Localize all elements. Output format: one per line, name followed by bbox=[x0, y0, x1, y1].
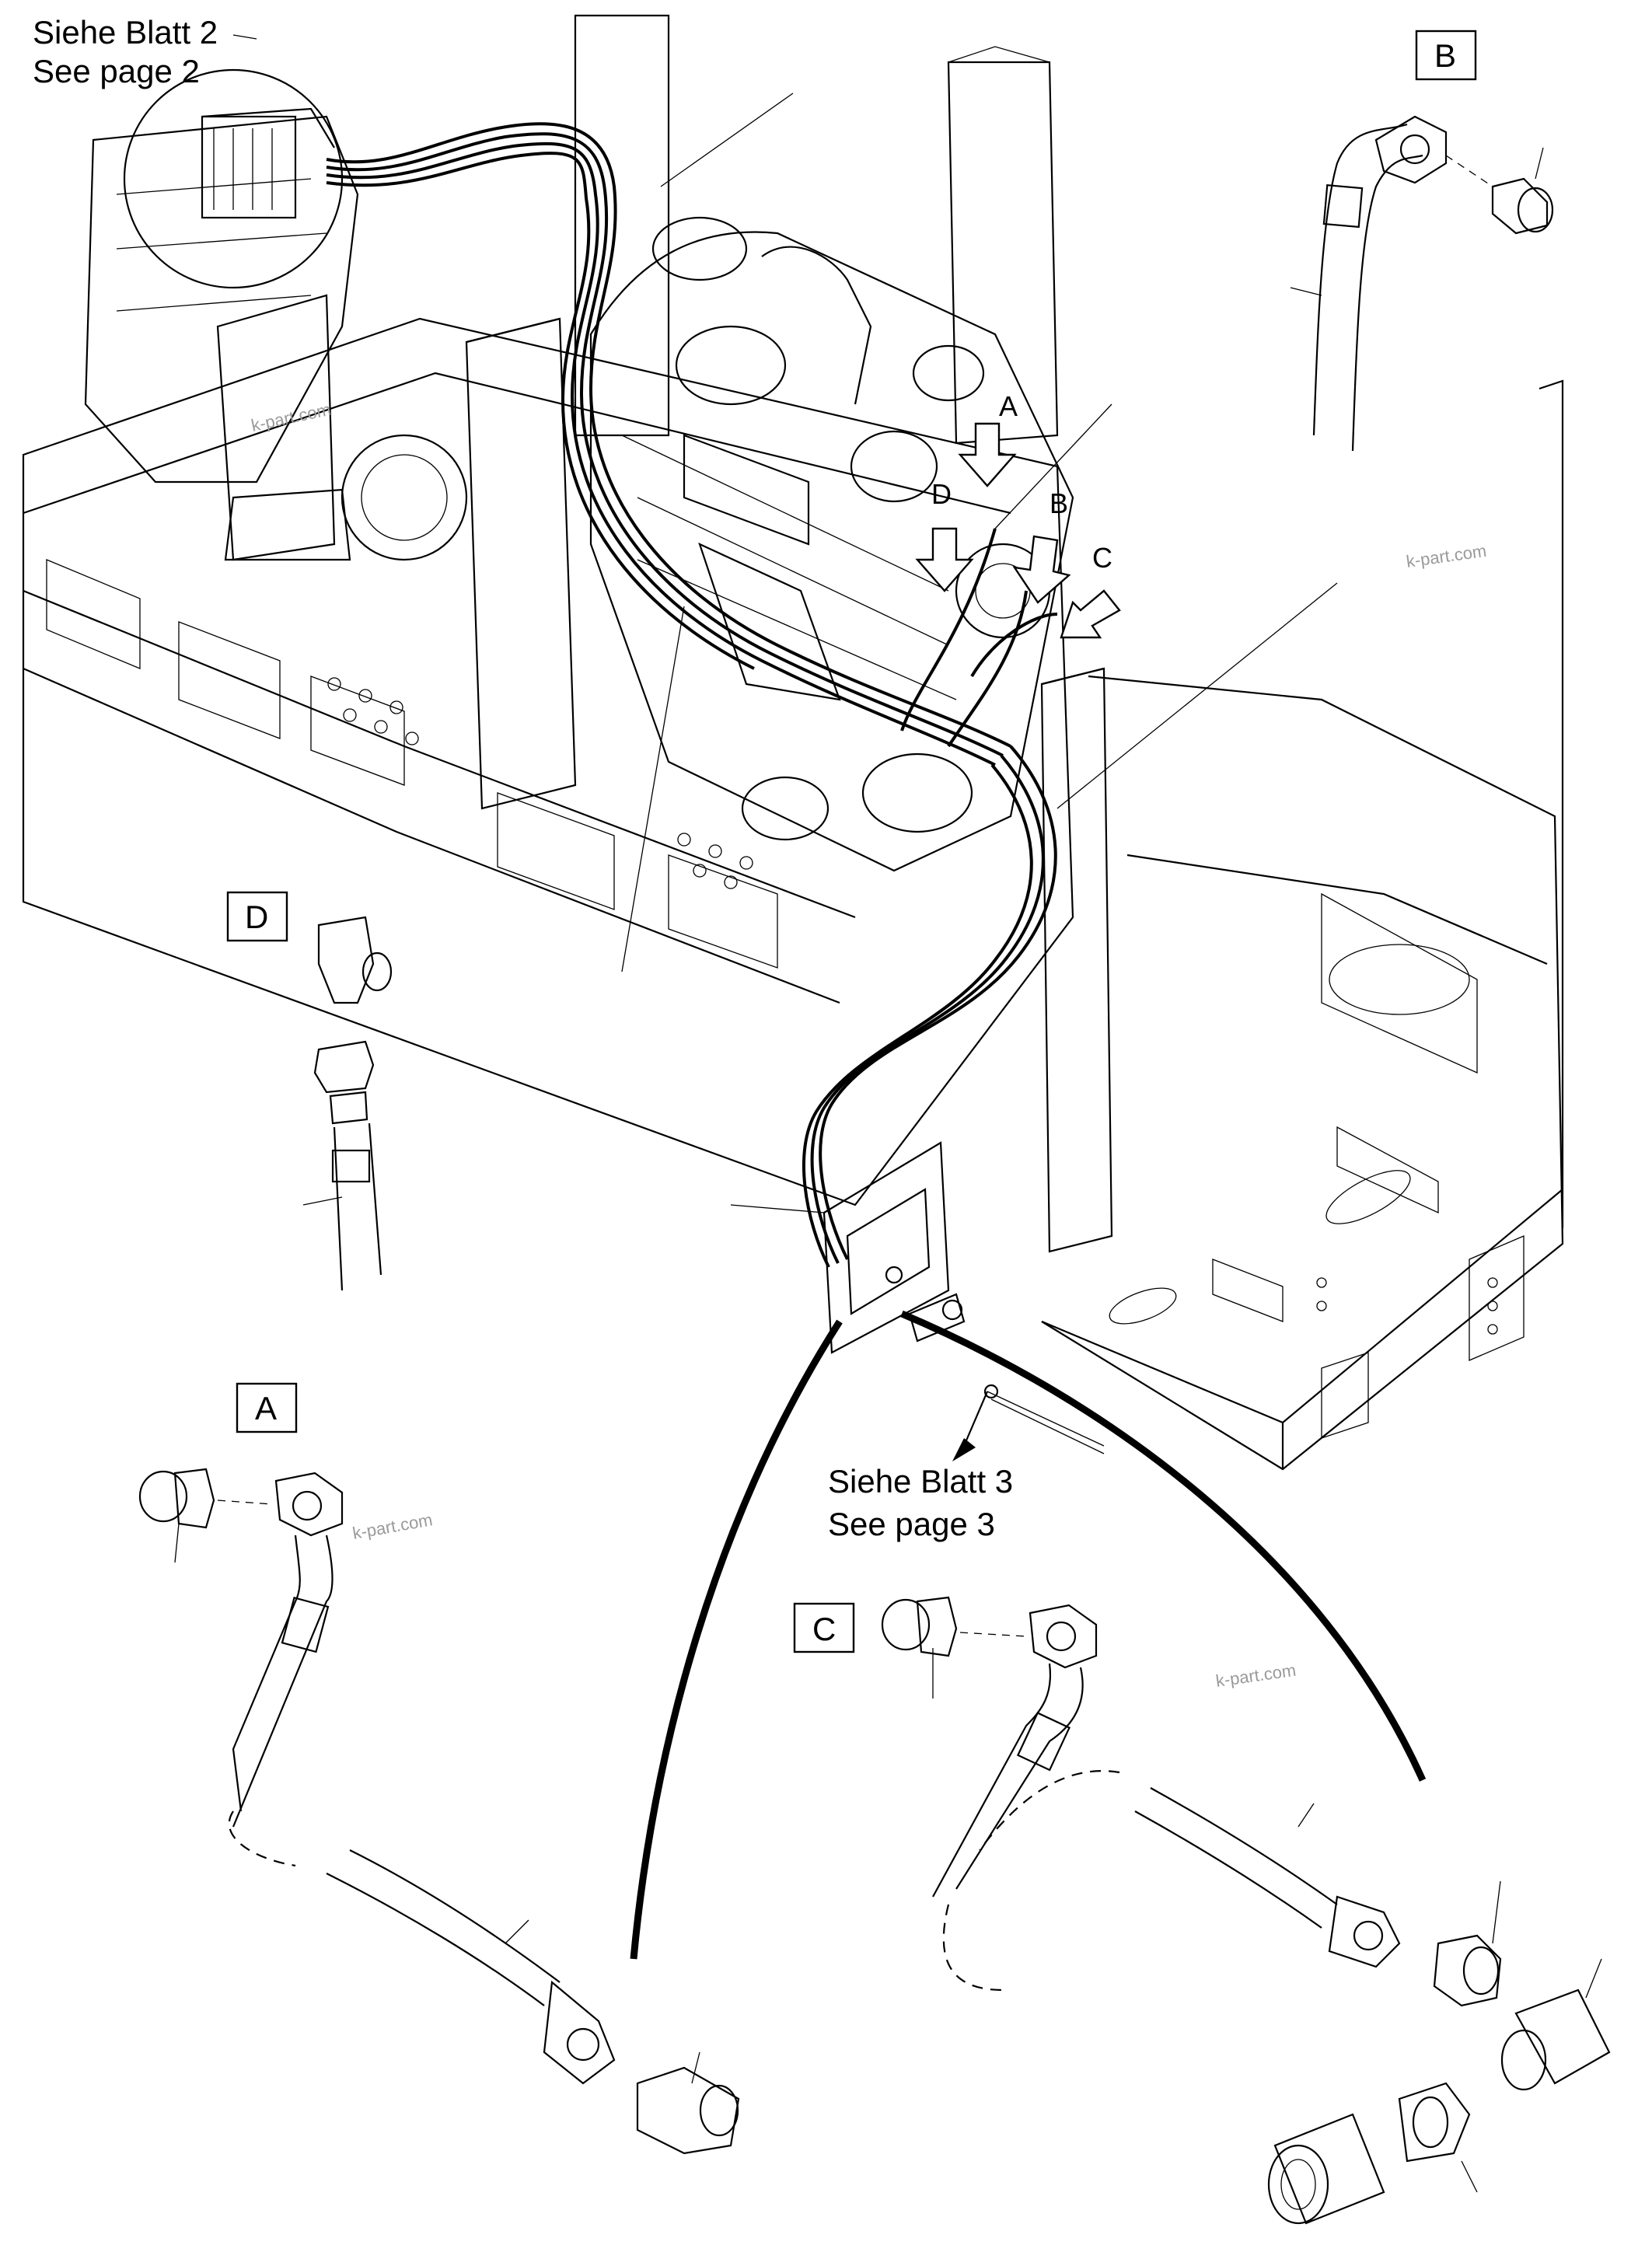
page3-pointer bbox=[952, 1384, 1105, 1461]
detail-reference-circle bbox=[123, 68, 344, 289]
detail-b bbox=[1290, 30, 1554, 452]
page2-leader bbox=[232, 34, 257, 40]
page3-reference-de: Siehe Blatt 3 bbox=[828, 1463, 1013, 1500]
detail-box-a-label: A bbox=[255, 1390, 277, 1426]
marker-label-d: D bbox=[931, 478, 952, 510]
bracket-plate bbox=[823, 1141, 966, 1354]
marker-label-c: C bbox=[1092, 542, 1112, 574]
detail-leader-curves bbox=[630, 1310, 1427, 1960]
watermark: k-part.com bbox=[351, 1510, 435, 1543]
watermark: k-part.com bbox=[1405, 541, 1487, 571]
page2-reference-en: See page 2 bbox=[33, 53, 200, 89]
marker-label-b: B bbox=[1050, 487, 1068, 519]
detail-c bbox=[793, 1596, 1611, 2225]
detail-box-c-label: C bbox=[812, 1611, 836, 1647]
detail-d bbox=[226, 891, 393, 1291]
hose-bundle bbox=[326, 122, 1058, 1268]
marker-arrows bbox=[915, 422, 1121, 639]
page3-reference-en: See page 3 bbox=[828, 1506, 995, 1542]
watermark: k-part.com bbox=[250, 400, 333, 435]
detail-box-b-label: B bbox=[1434, 37, 1456, 74]
watermark: k-part.com bbox=[1214, 1660, 1297, 1691]
detail-box-d-label: D bbox=[245, 899, 268, 935]
engine-block bbox=[84, 115, 1074, 872]
marker-label-a: A bbox=[999, 390, 1018, 422]
callout-leaders bbox=[621, 93, 1338, 1213]
page2-reference-de: Siehe Blatt 2 bbox=[33, 14, 218, 51]
machine-frame bbox=[22, 14, 1564, 1471]
detail-a bbox=[138, 1382, 740, 2155]
